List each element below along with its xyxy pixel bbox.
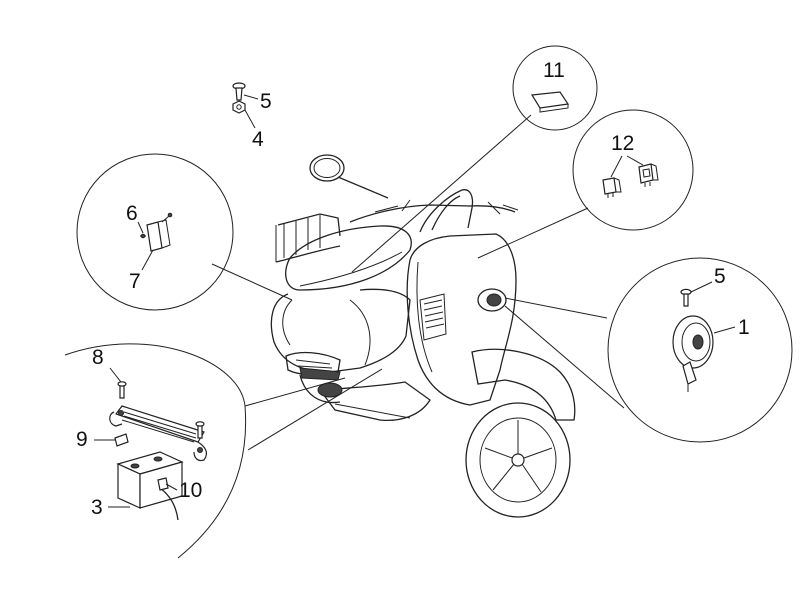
battery-screw-icon bbox=[117, 381, 205, 439]
relay-unit-icon bbox=[140, 212, 173, 252]
battery-clip-icon bbox=[114, 433, 129, 447]
battery-detail-arc bbox=[64, 343, 247, 559]
callout-8: 8 bbox=[92, 346, 104, 369]
battery-cable-icon bbox=[157, 477, 179, 521]
callout-7: 7 bbox=[129, 270, 141, 293]
battery-leader-line-bottom bbox=[247, 368, 383, 451]
callout-12: 12 bbox=[611, 132, 634, 155]
horn-icon bbox=[672, 315, 714, 392]
battery-leader-line-top bbox=[244, 377, 346, 407]
relays-detail-circle bbox=[572, 109, 694, 231]
fuse-box-icon bbox=[530, 91, 570, 113]
relays-leader-line bbox=[477, 207, 589, 259]
horn-detail-group: 5 1 bbox=[504, 257, 793, 443]
fuse-box-detail-circle bbox=[512, 45, 598, 131]
horn-detail-circle bbox=[607, 257, 793, 443]
horn-leader-line-bottom bbox=[504, 305, 625, 409]
nut-icon bbox=[232, 100, 246, 114]
callout-3: 3 bbox=[91, 496, 103, 519]
fuse-box-detail-group: 11 bbox=[351, 45, 598, 273]
relay-icon-left bbox=[602, 177, 622, 198]
battery-icon bbox=[116, 451, 184, 509]
horn-leader-line-top bbox=[504, 297, 608, 319]
relay-detail-group: 6 7 bbox=[76, 153, 293, 311]
callout-4: 4 bbox=[252, 128, 264, 151]
relays-detail-group: 12 bbox=[477, 109, 694, 259]
relay-leader-line bbox=[211, 263, 293, 301]
screw-icon bbox=[232, 82, 246, 101]
callout-9: 9 bbox=[76, 428, 88, 451]
scooter-illustration bbox=[270, 154, 576, 518]
relay-icon-right bbox=[638, 163, 659, 187]
battery-strap-icon bbox=[109, 405, 208, 462]
top-fasteners-group: 5 4 bbox=[232, 82, 272, 151]
fuse-box-leader-line bbox=[351, 114, 532, 273]
battery-detail-group: 8 9 10 3 bbox=[64, 343, 383, 559]
horn-screw-icon bbox=[680, 288, 692, 307]
callout-1: 1 bbox=[738, 316, 750, 339]
callout-6: 6 bbox=[126, 202, 138, 225]
callout-10: 10 bbox=[179, 479, 202, 502]
relay-detail-circle bbox=[76, 153, 234, 311]
callout-11: 11 bbox=[543, 59, 565, 82]
callout-5-right: 5 bbox=[714, 265, 726, 288]
callout-5-top: 5 bbox=[260, 90, 272, 113]
